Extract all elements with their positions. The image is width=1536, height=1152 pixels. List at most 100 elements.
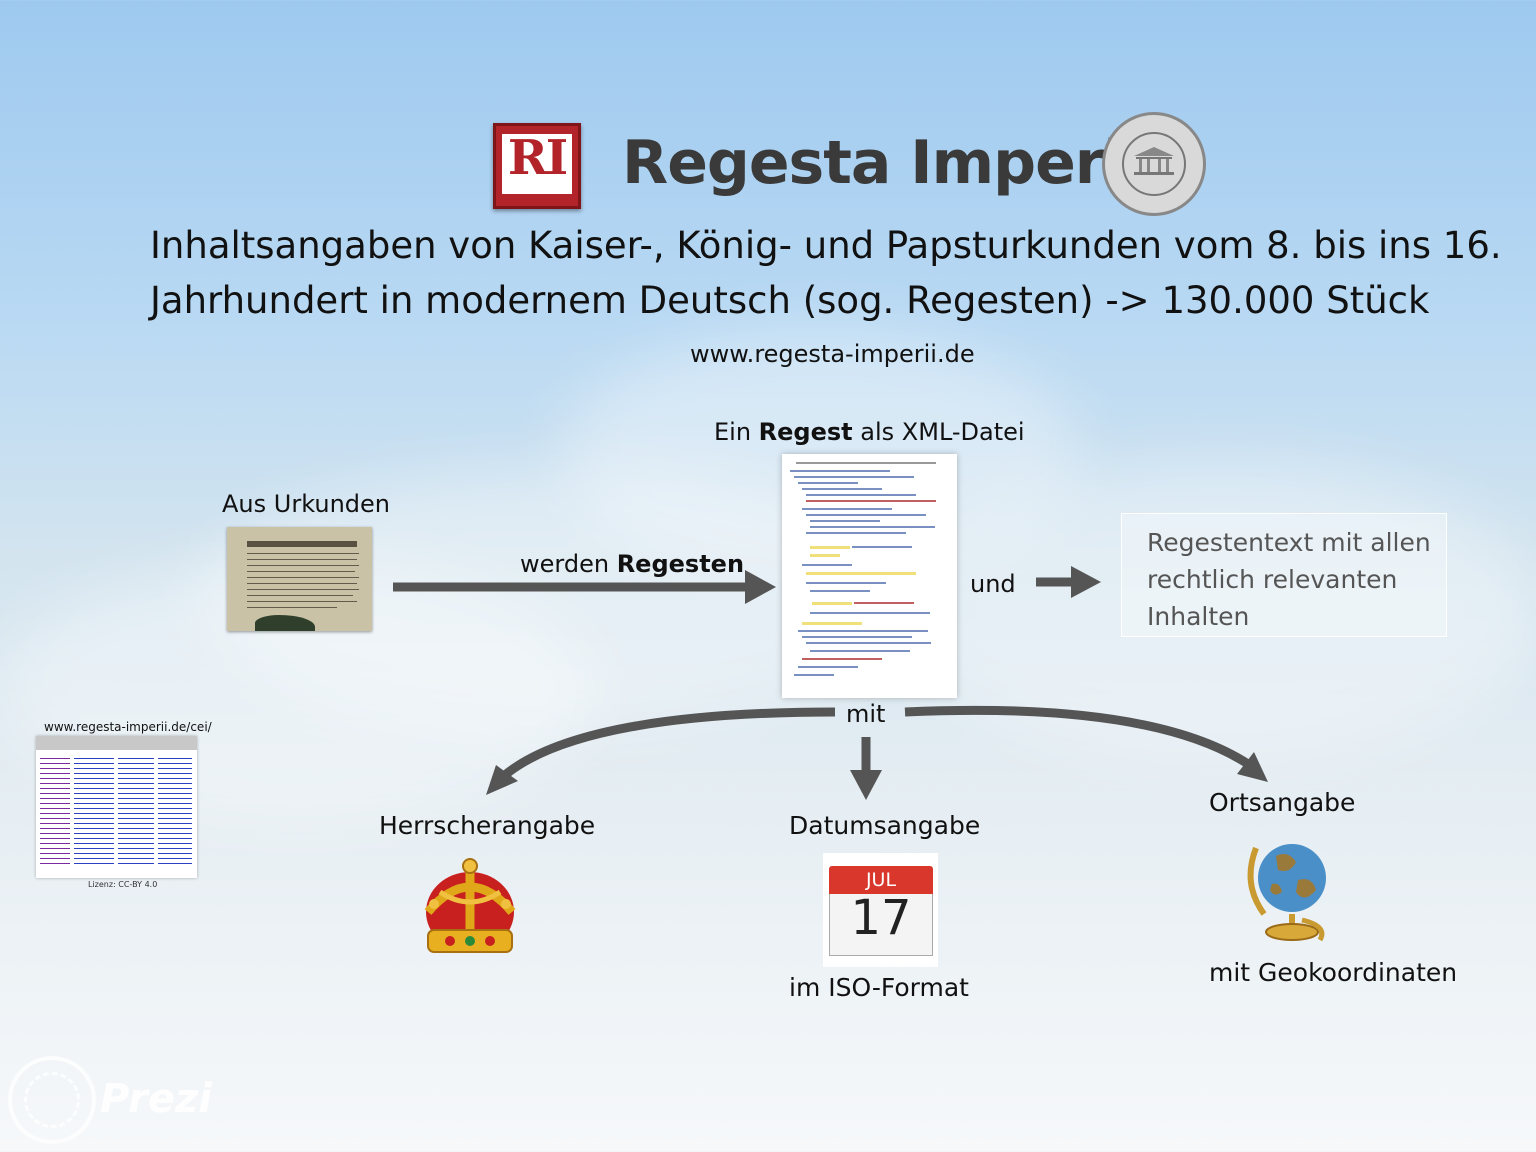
xml-suffix: als XML-Datei (852, 418, 1025, 446)
ri-logo-text: RI (507, 130, 568, 186)
cei-row-line (74, 853, 114, 854)
cei-row-line (118, 808, 154, 809)
cei-row-line (40, 768, 70, 769)
calendar-header (829, 866, 933, 894)
cei-row-line (40, 788, 70, 789)
arrow-urkunden-to-xml (393, 570, 776, 604)
cei-row-line (158, 788, 192, 789)
transform-label: werden Regesten (520, 550, 744, 578)
cei-row-line (74, 763, 114, 764)
cei-row-line (158, 858, 192, 859)
cei-row-line (158, 833, 192, 834)
cei-row-line (158, 828, 192, 829)
cei-row-line (40, 838, 70, 839)
seal-temple-icon (1134, 147, 1174, 175)
cei-row-line (158, 823, 192, 824)
cei-row-line (40, 813, 70, 814)
cei-row-line (118, 773, 154, 774)
calendar-day: 17 (850, 890, 912, 946)
cei-row-line (158, 838, 192, 839)
cei-row-line (74, 773, 114, 774)
cei-row-line (40, 803, 70, 804)
subtitle: Inhaltsangaben von Kaiser-, König- und P… (150, 218, 1502, 328)
cei-row-line (158, 763, 192, 764)
cei-row-line (74, 788, 114, 789)
cei-row-line (158, 863, 192, 864)
cei-link[interactable]: www.regesta-imperii.de/cei/ (44, 720, 212, 734)
cei-row-line (40, 798, 70, 799)
calendar-month: JUL (865, 869, 897, 891)
subtitle-line-2: Jahrhundert in modernem Deutsch (sog. Re… (150, 279, 1430, 322)
cei-row-line (40, 853, 70, 854)
seal-inner-ring (1122, 132, 1186, 196)
cei-row-line (118, 758, 154, 759)
cei-row-line (40, 833, 70, 834)
cei-row-line (158, 773, 192, 774)
cei-row-line (118, 823, 154, 824)
cei-row-line (118, 853, 154, 854)
cei-listing-screenshot-icon (36, 736, 197, 878)
ruler-label: Herrscherangabe (379, 811, 596, 840)
cei-row-line (40, 808, 70, 809)
cei-row-line (118, 843, 154, 844)
cei-row-line (158, 848, 192, 849)
ri-logo: RI (493, 123, 581, 209)
date-format-note: im ISO-Format (789, 973, 969, 1002)
cei-row-line (158, 783, 192, 784)
cei-row-line (40, 858, 70, 859)
cei-row-line (40, 758, 70, 759)
cei-row-line (158, 758, 192, 759)
cei-row-line (74, 863, 114, 864)
cei-row-line (74, 838, 114, 839)
cei-row-line (40, 783, 70, 784)
prezi-logo-icon (8, 1056, 96, 1144)
cei-row-line (158, 793, 192, 794)
xml-prefix: Ein (714, 418, 759, 446)
geo-note: mit Geokoordinaten (1209, 958, 1458, 987)
cei-row-line (158, 843, 192, 844)
cei-row-line (118, 763, 154, 764)
cei-row-line (118, 778, 154, 779)
cei-row-line (74, 778, 114, 779)
cei-row-line (74, 843, 114, 844)
calendar-body (829, 894, 933, 956)
cei-row-line (74, 818, 114, 819)
cei-row-line (118, 768, 154, 769)
cei-row-line (74, 783, 114, 784)
prezi-logo-ring (24, 1072, 80, 1128)
crown-icon (424, 858, 516, 953)
cei-row-line (158, 768, 192, 769)
connector-und: und (970, 570, 1016, 598)
cei-row-line (40, 843, 70, 844)
arrow-to-ruler (486, 707, 836, 795)
xml-label: Ein Regest als XML-Datei (714, 418, 1025, 446)
cei-row-line (158, 798, 192, 799)
cei-row-line (118, 858, 154, 859)
cei-row-line (74, 813, 114, 814)
prezi-logo-text: Prezi (100, 1076, 212, 1122)
cei-row-line (118, 863, 154, 864)
cei-row-line (118, 818, 154, 819)
cei-row-line (40, 793, 70, 794)
website-link[interactable]: www.regesta-imperii.de (690, 340, 975, 368)
arrow-und-to-text (1036, 566, 1101, 598)
cei-row-line (118, 788, 154, 789)
cei-row-line (40, 818, 70, 819)
cei-row-line (118, 803, 154, 804)
arrow-to-date (850, 737, 882, 800)
cei-row-line (158, 853, 192, 854)
cei-row-line (118, 793, 154, 794)
result-text: Regestentext mit allen rechtlich relevan… (1147, 528, 1431, 631)
cei-row-line (74, 768, 114, 769)
cei-row-line (74, 803, 114, 804)
cei-row-line (118, 848, 154, 849)
cei-row-line (74, 758, 114, 759)
source-label: Aus Urkunden (222, 490, 390, 518)
cei-row-line (74, 808, 114, 809)
xml-document-icon (782, 454, 957, 698)
transform-bold: Regesten (616, 550, 745, 578)
cei-row-line (40, 828, 70, 829)
globe-icon (1247, 844, 1326, 942)
cei-row-line (74, 858, 114, 859)
cei-row-line (40, 823, 70, 824)
